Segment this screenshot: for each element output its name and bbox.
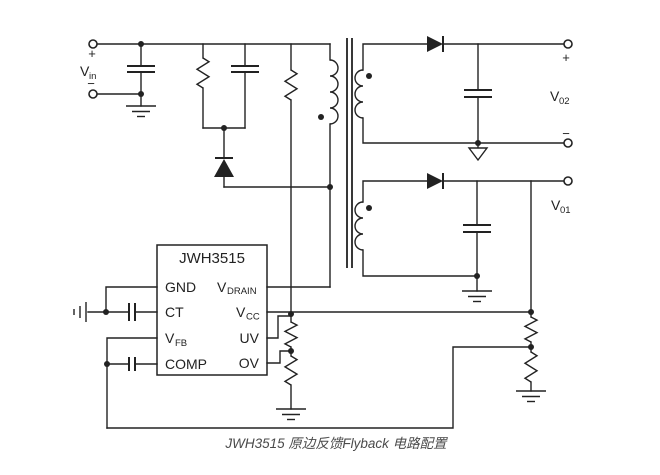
v01-earth-ground-icon — [462, 275, 492, 303]
transformer-core — [346, 38, 353, 268]
gnd-pin-wire — [105, 286, 158, 313]
uv-pin-wire — [266, 315, 292, 339]
input-earth-ground-icon — [126, 105, 156, 118]
vin-minus-terminal — [88, 89, 98, 99]
pin-label-vdrain-sub: DRAIN — [227, 286, 257, 297]
secondary2-phase-dot — [366, 205, 372, 211]
snubber-resistor — [195, 43, 211, 129]
input-terminals: + V in − — [80, 39, 331, 99]
snubber-capacitor — [231, 43, 259, 129]
v02-terminals: + V 02 − — [550, 39, 573, 148]
v01-label: V — [551, 197, 561, 213]
v02-plus-terminal — [563, 39, 573, 49]
transformer-secondary-winding-v01 — [354, 180, 478, 277]
secondary1-phase-dot — [366, 73, 372, 79]
pin-label-vcc: V — [236, 304, 246, 320]
primary-phase-dot — [318, 114, 324, 120]
comp-capacitor — [106, 357, 158, 371]
ic-jwh3515: JWH3515 GND CT V FB COMP V DRAIN V CC UV… — [156, 244, 268, 376]
ct-capacitor — [87, 303, 158, 321]
pin-label-vfb-sub: FB — [175, 338, 187, 349]
output-capacitor-v01 — [463, 180, 491, 277]
pin-label-gnd: GND — [165, 279, 196, 295]
feedback-bottom-rail — [106, 346, 532, 429]
v01-terminal: V 01 — [551, 176, 573, 216]
rectifier-diode-v02 — [427, 36, 565, 52]
pin-label-uv: UV — [240, 330, 260, 346]
snubber-diode — [214, 127, 331, 188]
vin-label-sub: in — [89, 71, 96, 82]
feedback-earth-ground-icon — [516, 390, 546, 403]
left-ground-icon — [73, 302, 87, 322]
transformer-secondary-winding-v02 — [354, 43, 565, 144]
v02-plus-sign: + — [562, 50, 570, 65]
startup-resistor — [283, 43, 299, 323]
vin-label: V — [80, 63, 90, 79]
pin-label-vfb: V — [165, 330, 175, 346]
pin-label-vcc-sub: CC — [246, 312, 260, 323]
v02-minus-terminal — [563, 138, 573, 148]
ov-pin-wire — [266, 350, 292, 364]
v01-feedback-divider — [523, 180, 539, 392]
pin-label-ov: OV — [239, 355, 260, 371]
vfb-pin-wire — [106, 337, 158, 429]
input-capacitor — [127, 43, 155, 107]
pin-label-comp: COMP — [165, 356, 207, 372]
ic-title: JWH3515 — [179, 250, 245, 267]
rectifier-diode-v01 — [427, 173, 565, 189]
pin-label-vdrain: V — [217, 279, 227, 295]
v02-label: V — [550, 88, 560, 104]
vin-plus-sign: + — [88, 46, 96, 61]
ic-body — [156, 244, 268, 376]
v02-minus-sign: − — [562, 126, 570, 141]
v02-label-sub: 02 — [559, 96, 570, 107]
divider-earth-ground-icon — [276, 408, 306, 421]
pin-label-ct: CT — [165, 304, 184, 320]
vin-plus-terminal — [88, 39, 98, 49]
junction-dots — [103, 41, 534, 367]
uv-ov-divider — [283, 321, 299, 410]
diagram-caption: JWH3515 原边反馈Flyback 电路配置 — [224, 436, 448, 451]
v01-plus-terminal — [563, 176, 573, 186]
v01-label-sub: 01 — [560, 205, 571, 216]
output-capacitor-v02 — [464, 43, 492, 144]
transformer-primary-winding — [318, 43, 339, 288]
vin-minus-sign: − — [87, 76, 95, 91]
